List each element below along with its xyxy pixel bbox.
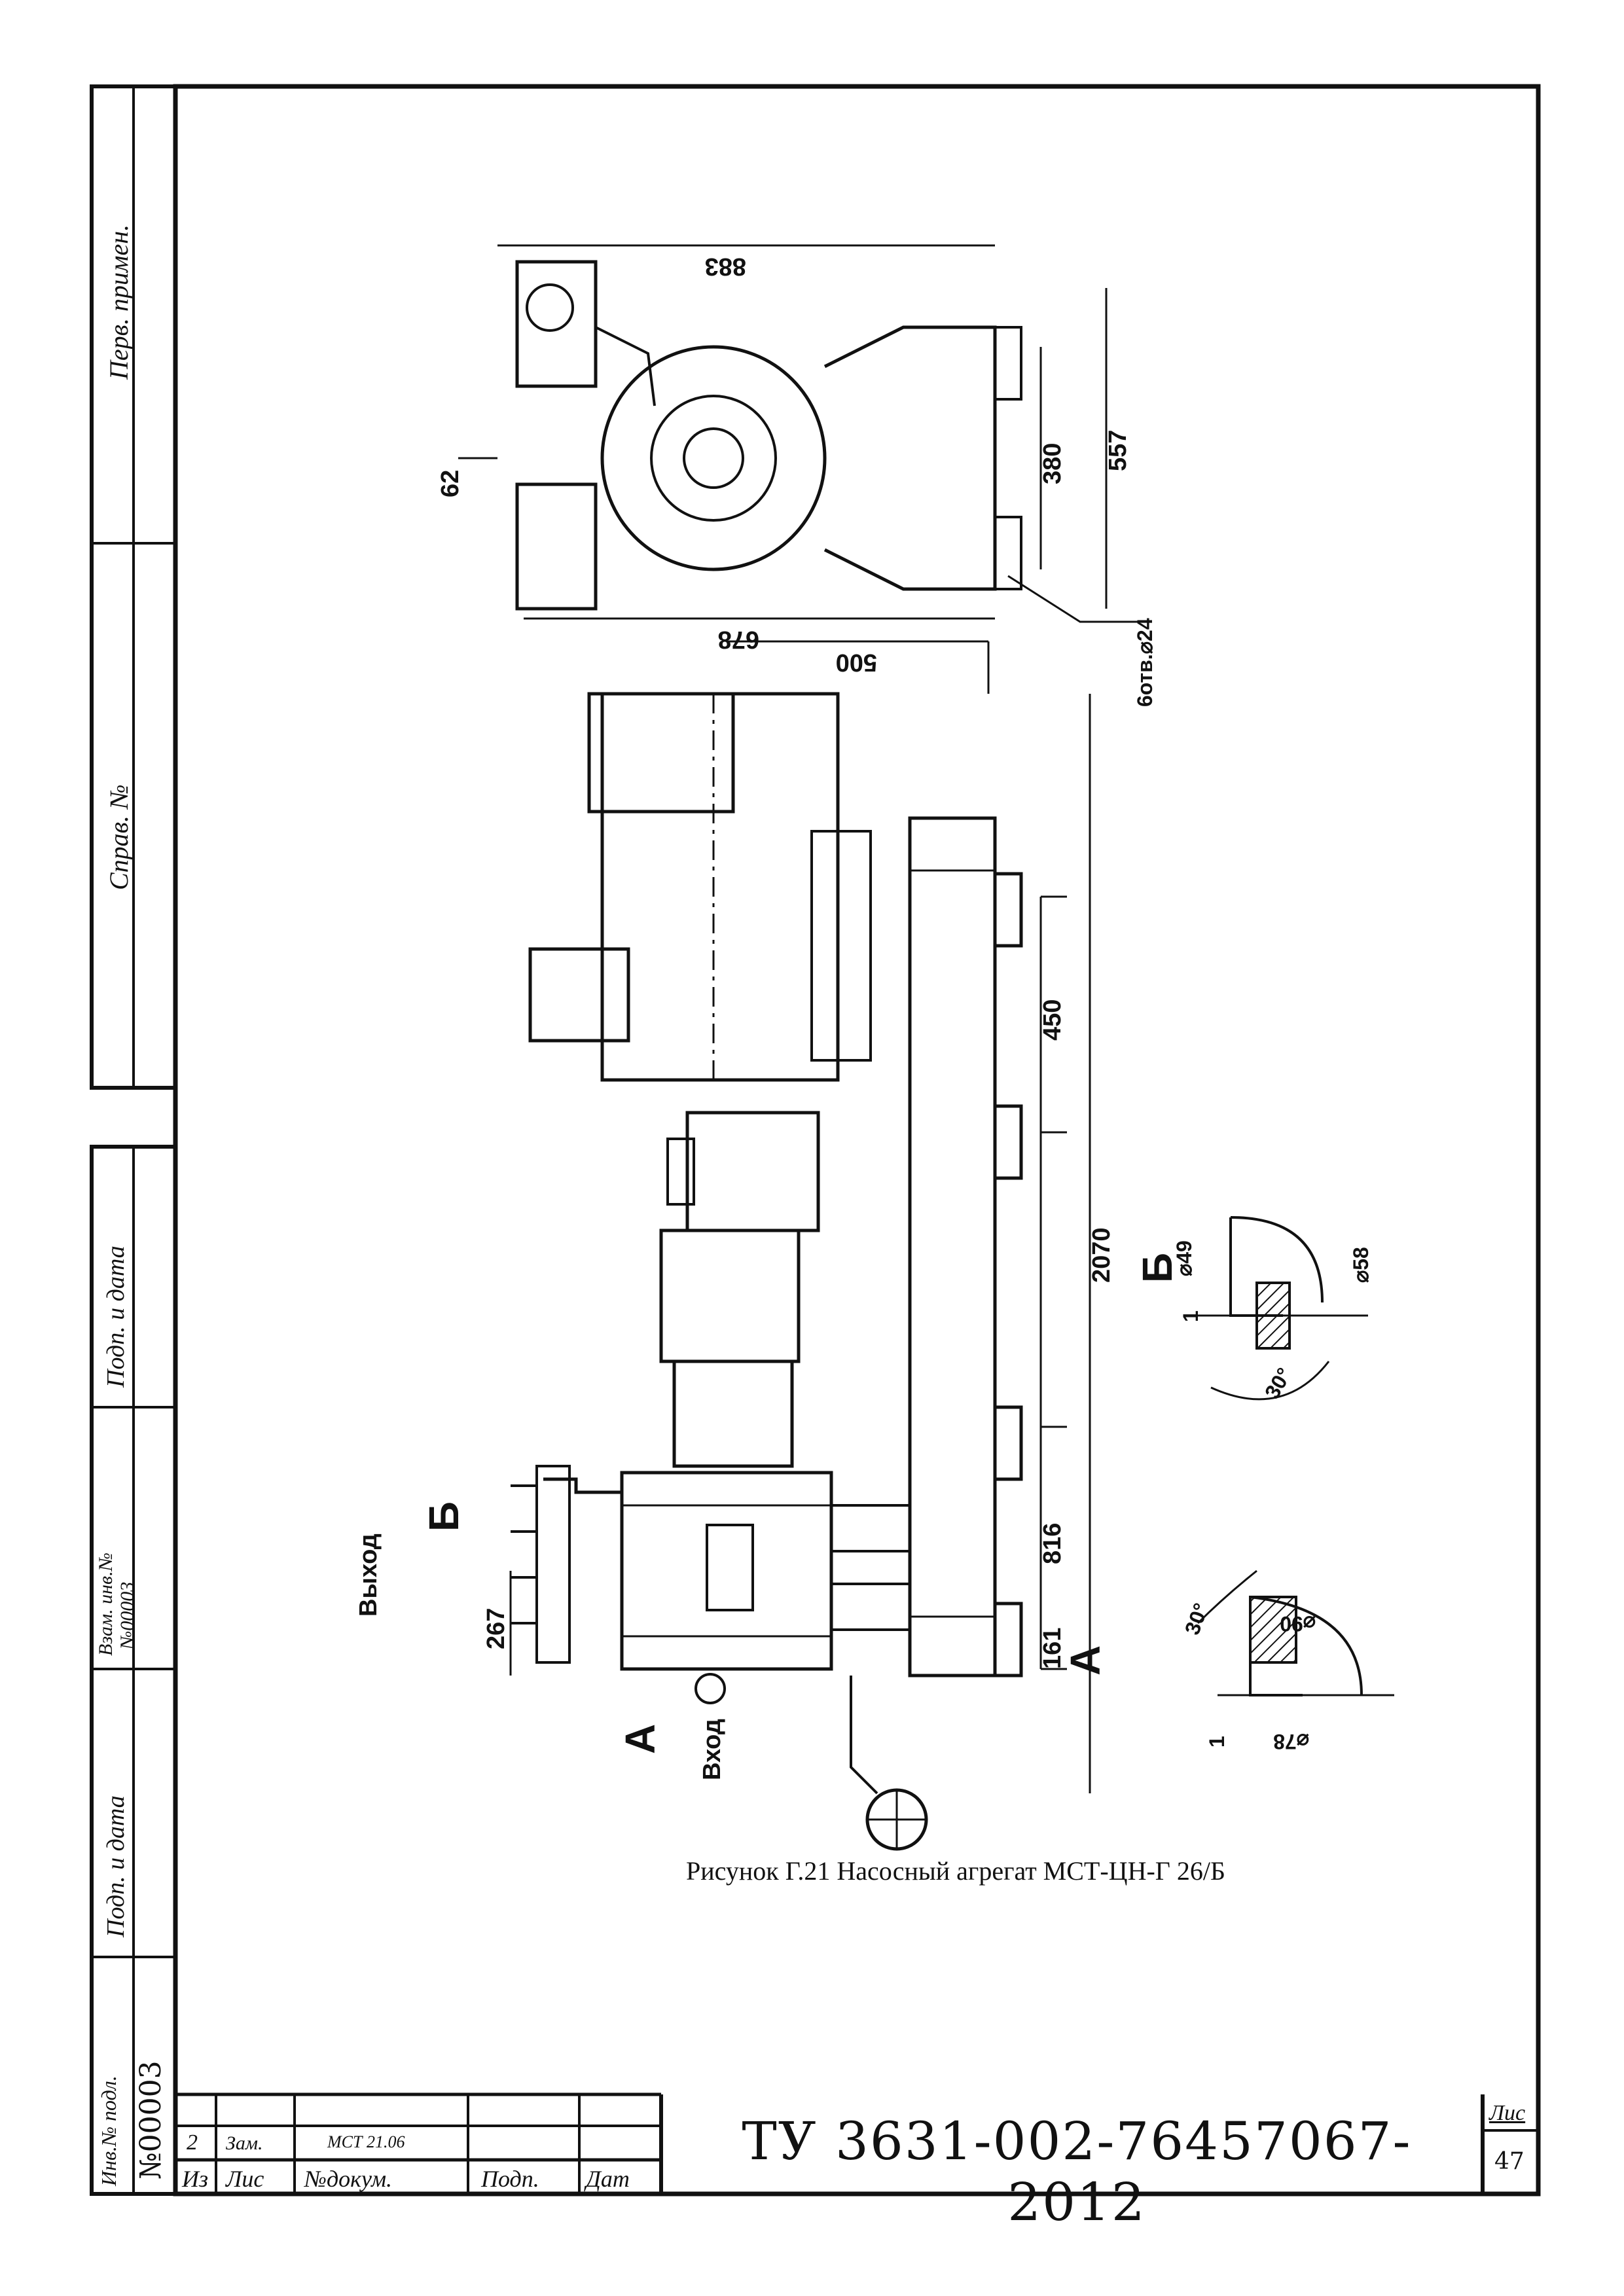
document-code: ТУ 3631-002-76457067-2012 <box>742 2111 1412 2233</box>
motor-fan-cover <box>587 692 735 814</box>
dim-883: 883 <box>705 253 746 280</box>
sheet-border <box>173 84 1541 2197</box>
pump-end-circle <box>600 345 827 571</box>
stamp-vzam-inv: Взам. инв.№ <box>95 1552 117 1656</box>
dim-816: 816 <box>1039 1523 1066 1564</box>
stamp-podp-data-1: Подп. и дата <box>102 1246 130 1388</box>
stamp-podp-data-2: Подп. и дата <box>102 1795 130 1937</box>
detail-a-d78: ⌀78 <box>1273 1730 1309 1753</box>
pump-casing <box>620 1471 833 1671</box>
front-dimensions <box>509 640 1091 1793</box>
dim-557: 557 <box>1104 430 1132 471</box>
detail-a-hatch <box>1249 1596 1297 1664</box>
lantern <box>672 1359 794 1468</box>
dim-380: 380 <box>1039 443 1066 484</box>
dim-267: 267 <box>482 1608 510 1649</box>
dim-holes: 6отв.⌀24 <box>1133 618 1157 707</box>
section-a-label: А <box>1062 1645 1109 1676</box>
stamp-inv-value: №00003 <box>134 2060 168 2179</box>
side-view <box>515 260 1022 611</box>
bearing-housing <box>659 1229 801 1363</box>
dim-62: 62 <box>437 470 464 497</box>
tb-sheet-number: 47 <box>1494 2148 1525 2175</box>
detail-b-angle: 30° <box>1260 1364 1296 1403</box>
detail-b-one: 1 <box>1179 1310 1202 1322</box>
side-inlet-flange <box>515 260 598 388</box>
front-view <box>511 692 1023 1851</box>
detail-b-d58: ⌀58 <box>1349 1247 1373 1283</box>
dim-450: 450 <box>1039 999 1066 1041</box>
tb-col-list: Лис <box>226 2166 264 2192</box>
dim-500: 500 <box>836 649 877 676</box>
detail-a-d90: ⌀90 <box>1280 1612 1316 1636</box>
side-support <box>823 325 997 591</box>
dim-161: 161 <box>1039 1628 1066 1669</box>
detail-a-one: 1 <box>1205 1736 1229 1748</box>
motor-body <box>600 692 840 1082</box>
tb-sheet-label: Лис <box>1489 2101 1526 2125</box>
figure-caption: Рисунок Г.21 Насосный агрегат МСТ-ЦН-Г 2… <box>686 1856 1225 1886</box>
tb-col-date: Дат <box>586 2166 630 2192</box>
tb-change: Зам. <box>226 2132 263 2154</box>
coupling <box>685 1111 820 1232</box>
stamp-sprav-no: Справ. № <box>104 784 134 890</box>
base-skid <box>908 816 997 1677</box>
label-in: Вход <box>698 1719 726 1780</box>
stamp-vzam-inv-value: №00003 <box>117 1581 138 1649</box>
label-out: Выход <box>355 1534 382 1617</box>
stamp-inv-podl: Инв.№ подл. <box>97 2075 120 2186</box>
tb-col-iz: Из <box>182 2166 209 2192</box>
detail-b <box>1198 1216 1368 1401</box>
motor-terminal-box <box>528 947 630 1043</box>
detail-a-angle: 30° <box>1180 1600 1213 1638</box>
dim-678: 678 <box>718 626 759 653</box>
pump-nameplate <box>706 1524 754 1611</box>
detail-a <box>1197 1570 1394 1696</box>
section-a-marker: А <box>617 1724 664 1754</box>
side-dimensions <box>458 244 1139 623</box>
tb-col-podp: Подп. <box>481 2166 539 2192</box>
tb-doc-no: МСТ 21.06 <box>327 2132 405 2151</box>
tb-col-doc: №докум. <box>304 2166 393 2192</box>
discharge-pipe <box>543 1477 622 1494</box>
detail-b-d49: ⌀49 <box>1172 1240 1196 1276</box>
side-outlet-flange <box>515 482 598 611</box>
section-b-label: Б <box>1134 1253 1181 1283</box>
section-b-marker: Б <box>420 1501 467 1532</box>
stamp-perv-primen: Перв. примен. <box>104 224 134 380</box>
tb-rev-no: 2 <box>187 2130 198 2155</box>
dim-2070: 2070 <box>1088 1227 1115 1283</box>
